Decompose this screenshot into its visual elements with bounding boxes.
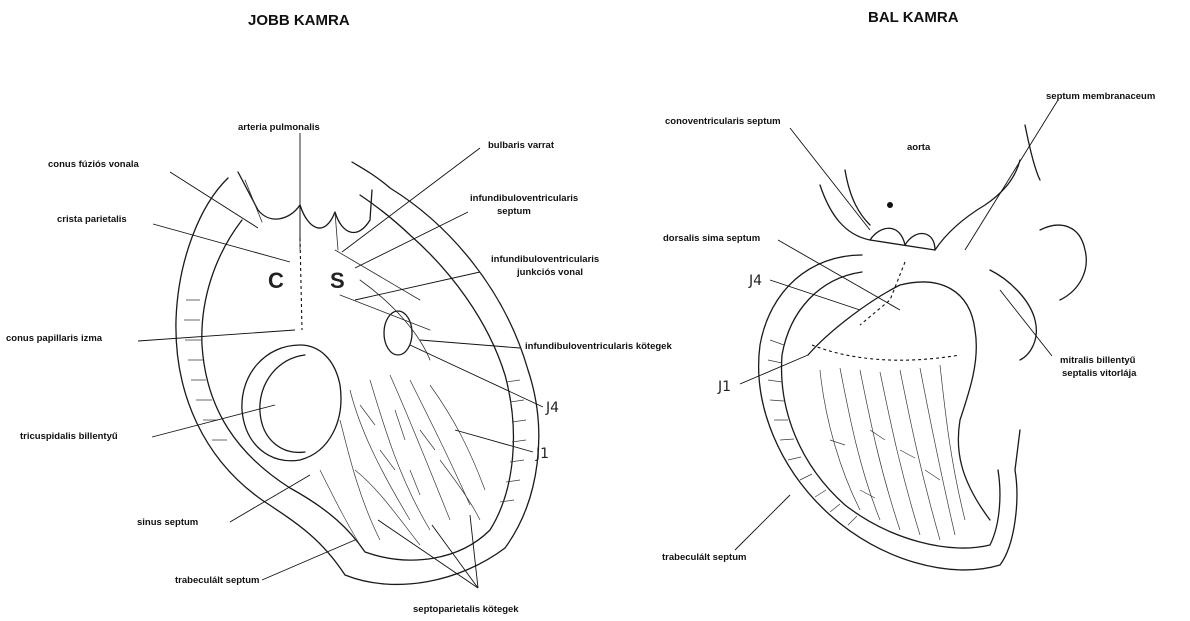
label-arteria-pulmonalis: arteria pulmonalis xyxy=(238,122,320,133)
left-ventricle-title: BAL KAMRA xyxy=(868,9,959,26)
lv-outer-wall xyxy=(759,255,1020,570)
label-infundibulo-septum-line1: infundibuloventricularis xyxy=(470,193,578,204)
lv-mitral-leaflet xyxy=(990,225,1086,360)
rv-outer-wall xyxy=(176,162,539,584)
label-conoventricularis-septum: conoventricularis septum xyxy=(665,116,781,127)
rv-trabeculae xyxy=(320,375,485,545)
label-rv-j4: J4 xyxy=(545,400,559,416)
lv-labels: septum membranaceum conoventricularis se… xyxy=(662,91,1155,563)
rv-pulmonary-cusps xyxy=(238,172,372,232)
rv-letter-s: S xyxy=(330,268,345,293)
label-rv-j1: J1 xyxy=(535,446,549,462)
label-crista-parietalis: crista parietalis xyxy=(57,214,127,225)
label-dorsalis-sima-septum: dorsalis sima septum xyxy=(663,233,760,244)
label-lv-j4: J4 xyxy=(748,273,762,289)
lv-septum-outline xyxy=(808,282,990,520)
label-infundibulo-junkcio-line2: junkciós vonal xyxy=(516,267,583,278)
label-septum-membranaceum: septum membranaceum xyxy=(1046,91,1155,102)
lv-leader-lines xyxy=(735,100,1058,550)
label-infundibulo-septum-line2: septum xyxy=(497,206,531,217)
right-ventricle-drawing: C S xyxy=(176,162,539,584)
rv-dashed-line xyxy=(300,238,302,330)
label-rv-trabecularis-septum: trabeculált septum xyxy=(175,575,259,586)
lv-inner-wall xyxy=(782,272,1000,548)
label-conus-fuzes-vonala: conus fúziós vonala xyxy=(48,159,140,170)
lv-trabeculae xyxy=(820,365,965,540)
label-aorta: aorta xyxy=(907,142,931,153)
lv-dashed-junction xyxy=(812,345,960,360)
label-tricuspidalis-billentyu: tricuspidalis billentyű xyxy=(20,431,118,442)
label-sinus-septum: sinus septum xyxy=(137,517,198,528)
label-lv-trabecularis-septum: trabeculált septum xyxy=(662,552,746,563)
label-mitralis-line2: septalis vitorlája xyxy=(1062,368,1137,379)
right-ventricle-title: JOBB KAMRA xyxy=(248,12,350,29)
left-ventricle-drawing xyxy=(759,125,1087,570)
label-mitralis-line1: mitralis billentyű xyxy=(1060,355,1136,366)
label-conus-papillaris-izma: conus papillaris izma xyxy=(6,333,103,344)
rv-letter-c: C xyxy=(268,268,284,293)
label-infundibulo-kotegek: infundibuloventricularis kötegek xyxy=(525,341,672,352)
rv-tricuspid-ring xyxy=(242,345,341,461)
label-septoparietalis-kotegek: septoparietalis kötegek xyxy=(413,604,519,615)
label-bulbaris-varrat: bulbaris varrat xyxy=(488,140,555,151)
lv-aorta-dot xyxy=(887,202,893,208)
rv-labels: arteria pulmonalis bulbaris varrat conus… xyxy=(6,122,672,615)
label-lv-j1: J1 xyxy=(717,379,731,395)
label-infundibulo-junkcio-line1: infundibuloventricularis xyxy=(491,254,599,265)
